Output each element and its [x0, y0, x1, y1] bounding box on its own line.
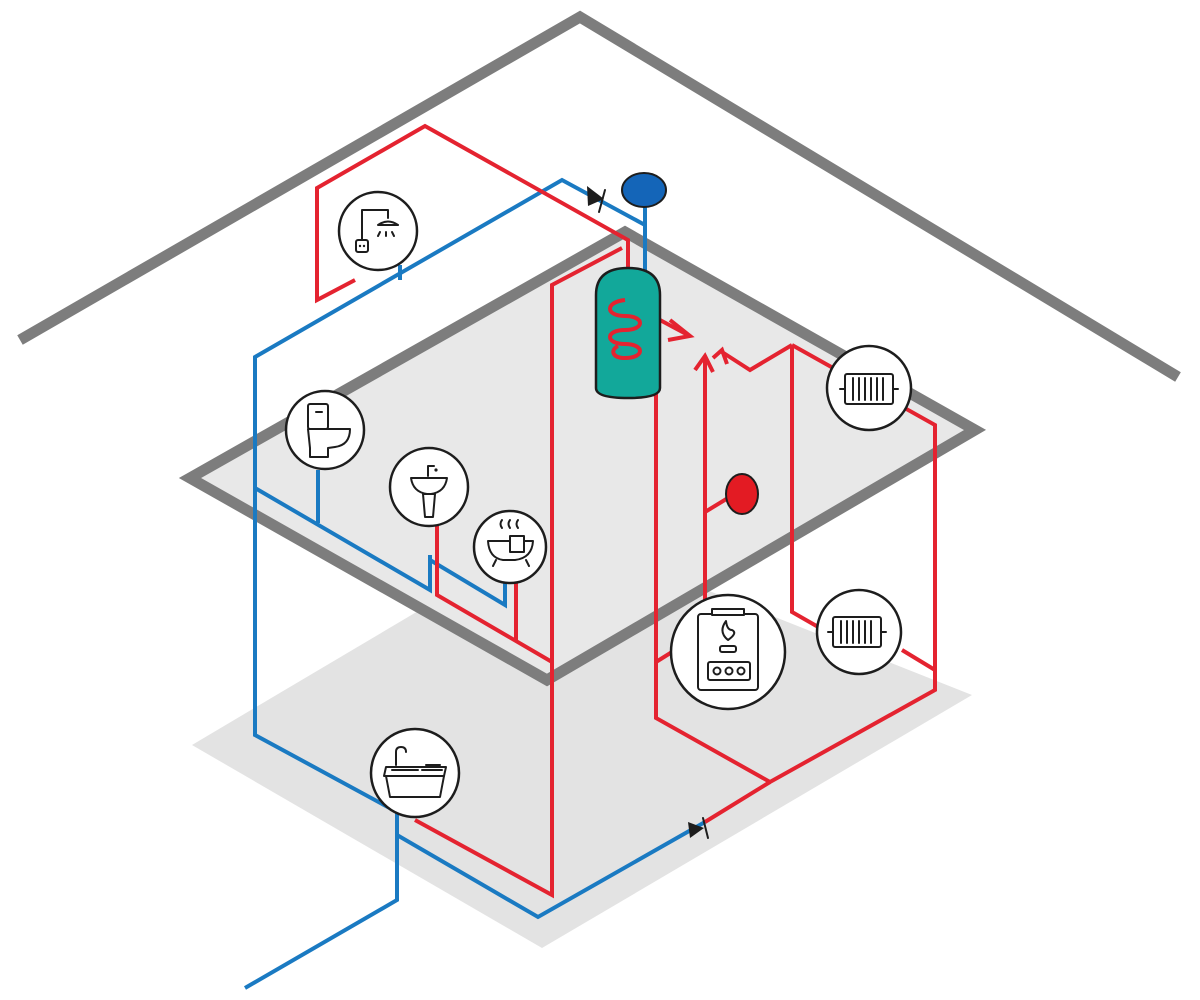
roof-outline — [17, 10, 1181, 382]
hot-radiator-feed — [790, 345, 821, 630]
hot-bathroom-branch — [435, 522, 554, 664]
hot-return-arrowhead-b — [711, 346, 729, 365]
kitchen-sink-fixture — [369, 727, 461, 819]
hot-coil-arrowhead — [667, 318, 695, 342]
cylinder-coil-icon — [608, 298, 642, 361]
check-valve-icon — [688, 822, 704, 838]
radiator-lower-fixture — [815, 588, 903, 676]
kitchen-sink-icon — [383, 746, 447, 798]
hot-return-arrowhead-a — [693, 352, 715, 373]
hot-cylinder-riser — [414, 246, 623, 899]
cold-bathroom-branch — [253, 486, 432, 594]
hot-boiler-flow — [654, 650, 674, 664]
cold-water-pipes — [243, 177, 706, 990]
check-valve-lower — [688, 817, 709, 839]
upper-floor — [190, 232, 975, 680]
cylinder-body — [594, 266, 662, 400]
hot-vessel-branch — [703, 496, 730, 514]
check-valve-upper — [587, 186, 606, 213]
radiator-upper-fixture — [825, 344, 913, 432]
cold-bath-branch — [428, 558, 507, 609]
toilet-fixture — [284, 389, 366, 471]
hot-shower-loop — [315, 123, 630, 304]
shower-icon — [355, 209, 399, 253]
cold-mains-inlet — [243, 812, 399, 990]
boiler-fixture — [669, 593, 787, 711]
hot-radiator-lower-link — [900, 648, 937, 672]
cold-ground-main — [395, 820, 706, 920]
upper-floor-outline — [178, 225, 987, 687]
hot-expansion-vessel — [725, 473, 759, 515]
cold-expansion-vessel — [621, 172, 667, 208]
check-valve-icon — [587, 186, 604, 206]
hot-radiator-upper-link — [720, 343, 794, 373]
toilet-icon — [307, 403, 351, 458]
bathtub-icon — [487, 519, 534, 567]
gas-boiler-icon — [697, 608, 759, 691]
basin-fixture — [388, 446, 470, 528]
hot-heating-flow — [703, 780, 772, 824]
radiator-icon — [839, 373, 899, 405]
basin-icon — [410, 465, 448, 518]
shower-fixture — [337, 190, 419, 272]
hot-water-cylinder — [594, 266, 662, 400]
radiator-icon — [827, 616, 887, 648]
bathtub-fixture — [472, 509, 548, 585]
